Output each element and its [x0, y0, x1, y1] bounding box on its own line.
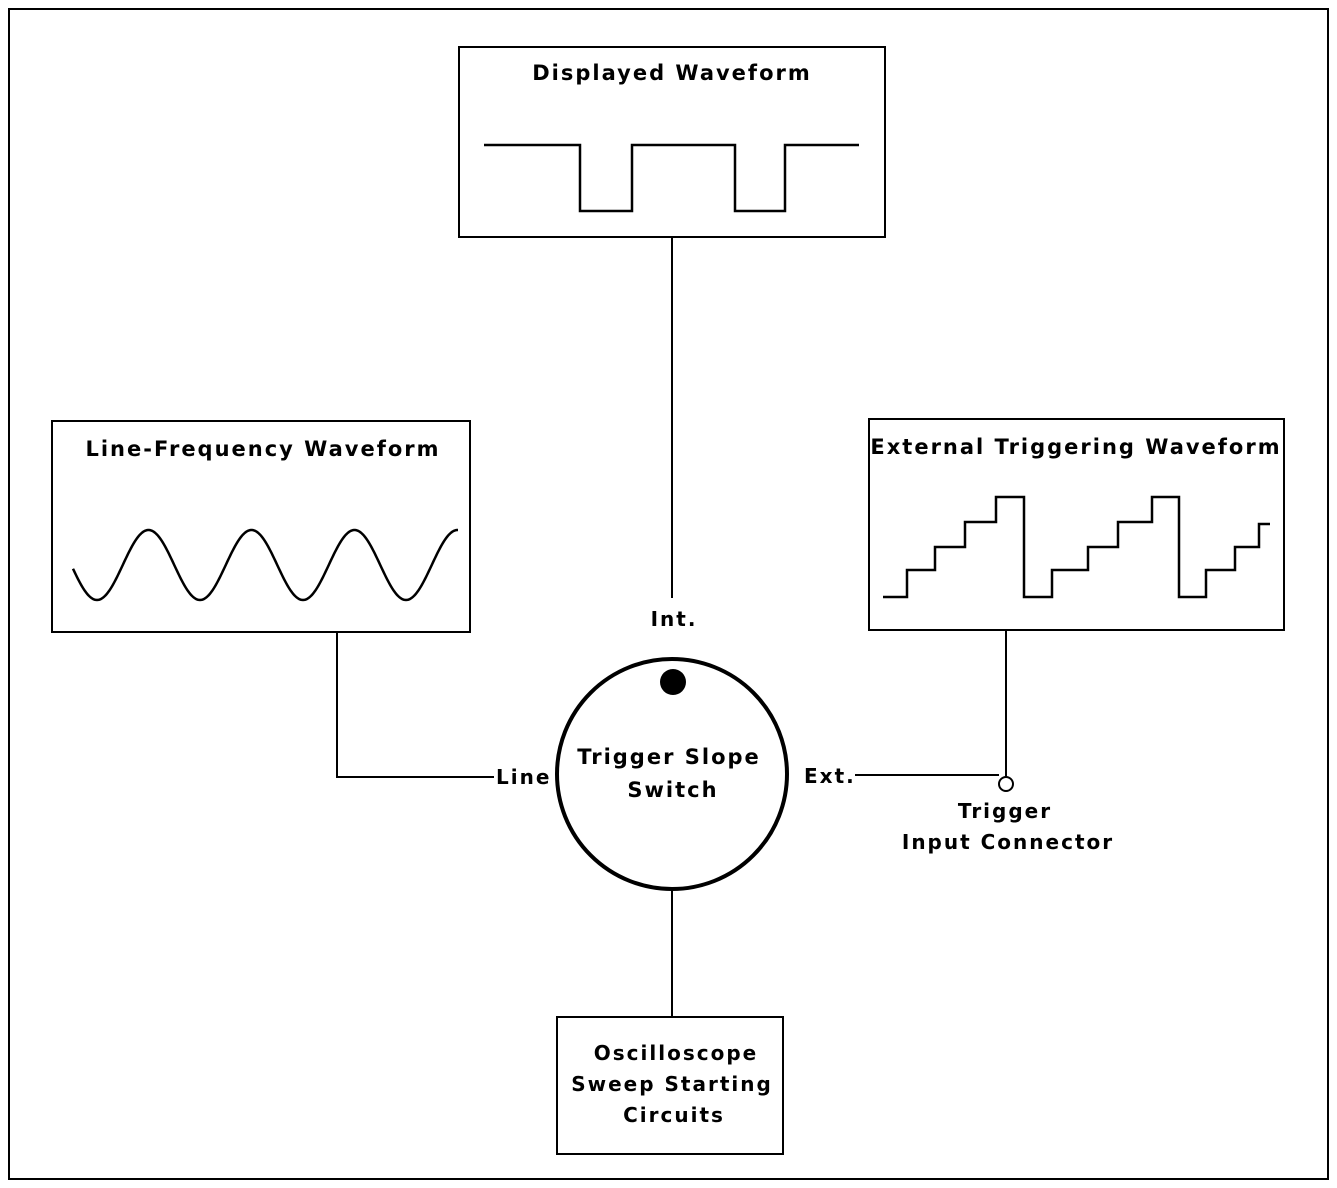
- sine-waveform: [71, 528, 458, 602]
- wire-line-frequency-to-switch: [336, 632, 494, 778]
- displayed-waveform-box: Displayed Waveform: [458, 46, 886, 238]
- external-triggering-waveform-box: External Triggering Waveform: [868, 418, 1285, 631]
- position-label-line: Line: [496, 765, 551, 789]
- switch-label-line2: Switch: [627, 778, 718, 802]
- switch-label-line1: Trigger Slope: [577, 745, 761, 769]
- external-triggering-waveform-frame: [868, 418, 1285, 631]
- sweep-circuits-box: Oscilloscope Sweep Starting Circuits: [556, 1016, 784, 1155]
- sweep-circuits-line1: Oscilloscope: [594, 1041, 758, 1065]
- sweep-circuits-line3: Circuits: [623, 1103, 725, 1127]
- diagram-frame: [8, 8, 1329, 1180]
- switch-body: [555, 657, 789, 891]
- line-frequency-waveform-title: Line-Frequency Waveform: [85, 437, 440, 461]
- trigger-connector-label-line1: Trigger: [958, 799, 1052, 823]
- position-label-ext: Ext.: [804, 764, 856, 788]
- pulse-waveform: [484, 143, 859, 213]
- sweep-circuits-line2: Sweep Starting: [571, 1072, 773, 1096]
- sweep-circuits-frame: [556, 1016, 784, 1155]
- external-triggering-waveform-title: External Triggering Waveform: [870, 435, 1281, 459]
- trigger-input-connector: [998, 776, 1014, 792]
- position-label-int: Int.: [651, 607, 698, 631]
- trigger-connector-label-line2: Input Connector: [902, 830, 1114, 854]
- line-frequency-waveform-box: Line-Frequency Waveform: [51, 420, 471, 633]
- trigger-slope-switch: Trigger Slope Switch: [555, 657, 789, 891]
- switch-pointer-dot: [660, 669, 686, 695]
- staircase-waveform: [883, 495, 1270, 599]
- line-frequency-waveform-frame: [51, 420, 471, 633]
- displayed-waveform-title: Displayed Waveform: [532, 61, 811, 85]
